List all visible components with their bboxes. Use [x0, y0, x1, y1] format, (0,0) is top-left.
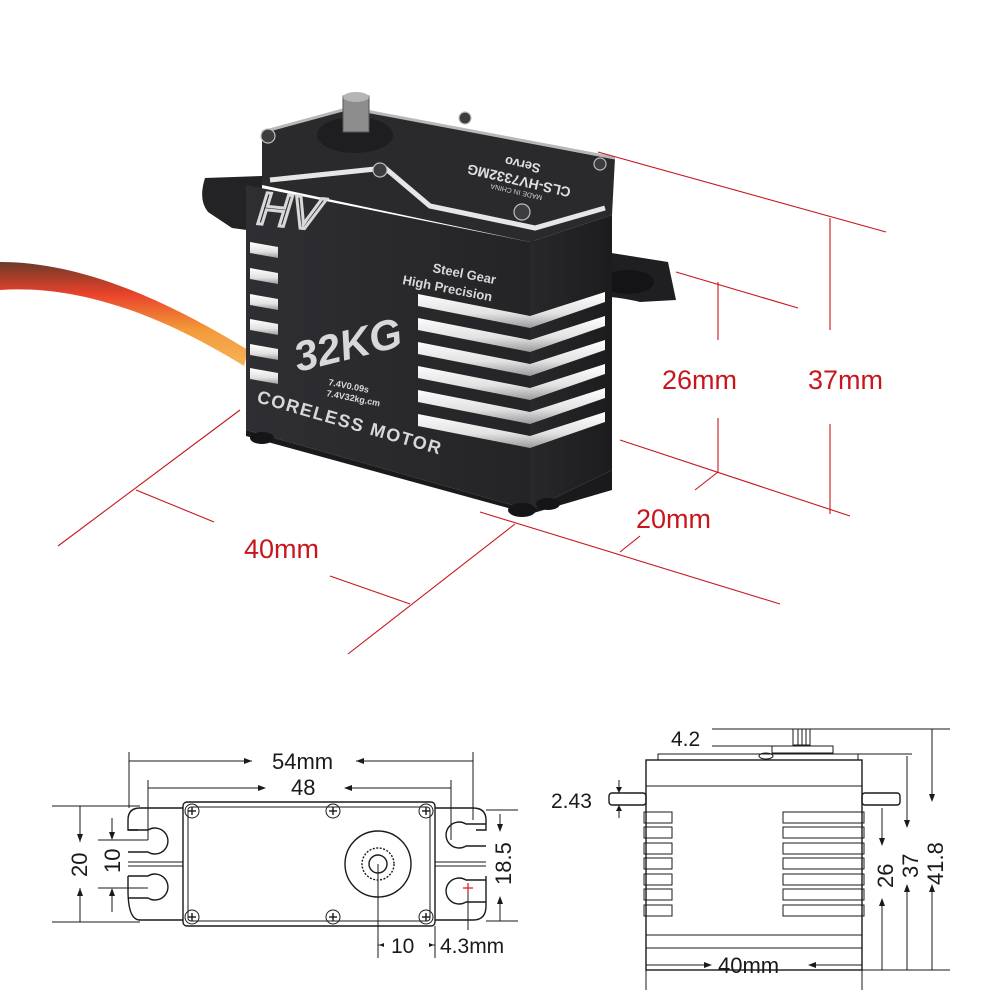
case-length-label: 40mm — [718, 953, 779, 978]
cooling-fins-right — [418, 292, 605, 448]
servo-photo: CLS-HV7332MG Servo MADE IN CHINA — [0, 92, 676, 517]
mount-width-label: 20 — [67, 853, 92, 877]
height-total-label: 37mm — [808, 365, 883, 395]
spline-height-label: 4.2 — [671, 728, 700, 751]
right-ear-outline — [435, 807, 487, 921]
side-ear-height-label: 26 — [873, 864, 898, 888]
side-view-fins-left — [643, 811, 673, 917]
servo-feet — [250, 432, 560, 517]
cooling-fins-left — [250, 242, 278, 384]
hv-badge: HV — [255, 182, 328, 241]
hole-spacing-label: 48 — [291, 775, 315, 800]
top-view-drawing: 54mm 48 20 10 18.5 — [52, 749, 518, 958]
case-screws — [260, 111, 607, 221]
case-height-label: 37 — [898, 854, 923, 878]
servo-wire — [0, 262, 248, 366]
total-height-label: 41.8 — [923, 842, 948, 885]
side-view-fins-right — [782, 811, 865, 917]
photo-dimension-lines — [57, 151, 887, 655]
hole-diameter-label: 4.3mm — [440, 935, 504, 958]
left-ear-outline — [127, 807, 183, 921]
ear-height-label: 18.5 — [491, 842, 516, 885]
ear-thickness-label: 2.43 — [551, 790, 592, 813]
overall-length-label: 54mm — [272, 749, 333, 774]
slot-spacing-label: 10 — [100, 849, 125, 873]
shaft-offset-label: 10 — [391, 935, 414, 958]
top-view-screws — [184, 803, 434, 925]
side-view-drawing: 4.2 2.43 26 37 41.8 — [551, 728, 950, 990]
hole-center-marker — [463, 883, 473, 893]
height-mount-label: 26mm — [662, 365, 737, 395]
length-label: 40mm — [244, 534, 319, 564]
width-label: 20mm — [636, 504, 711, 534]
output-spline — [317, 92, 393, 153]
